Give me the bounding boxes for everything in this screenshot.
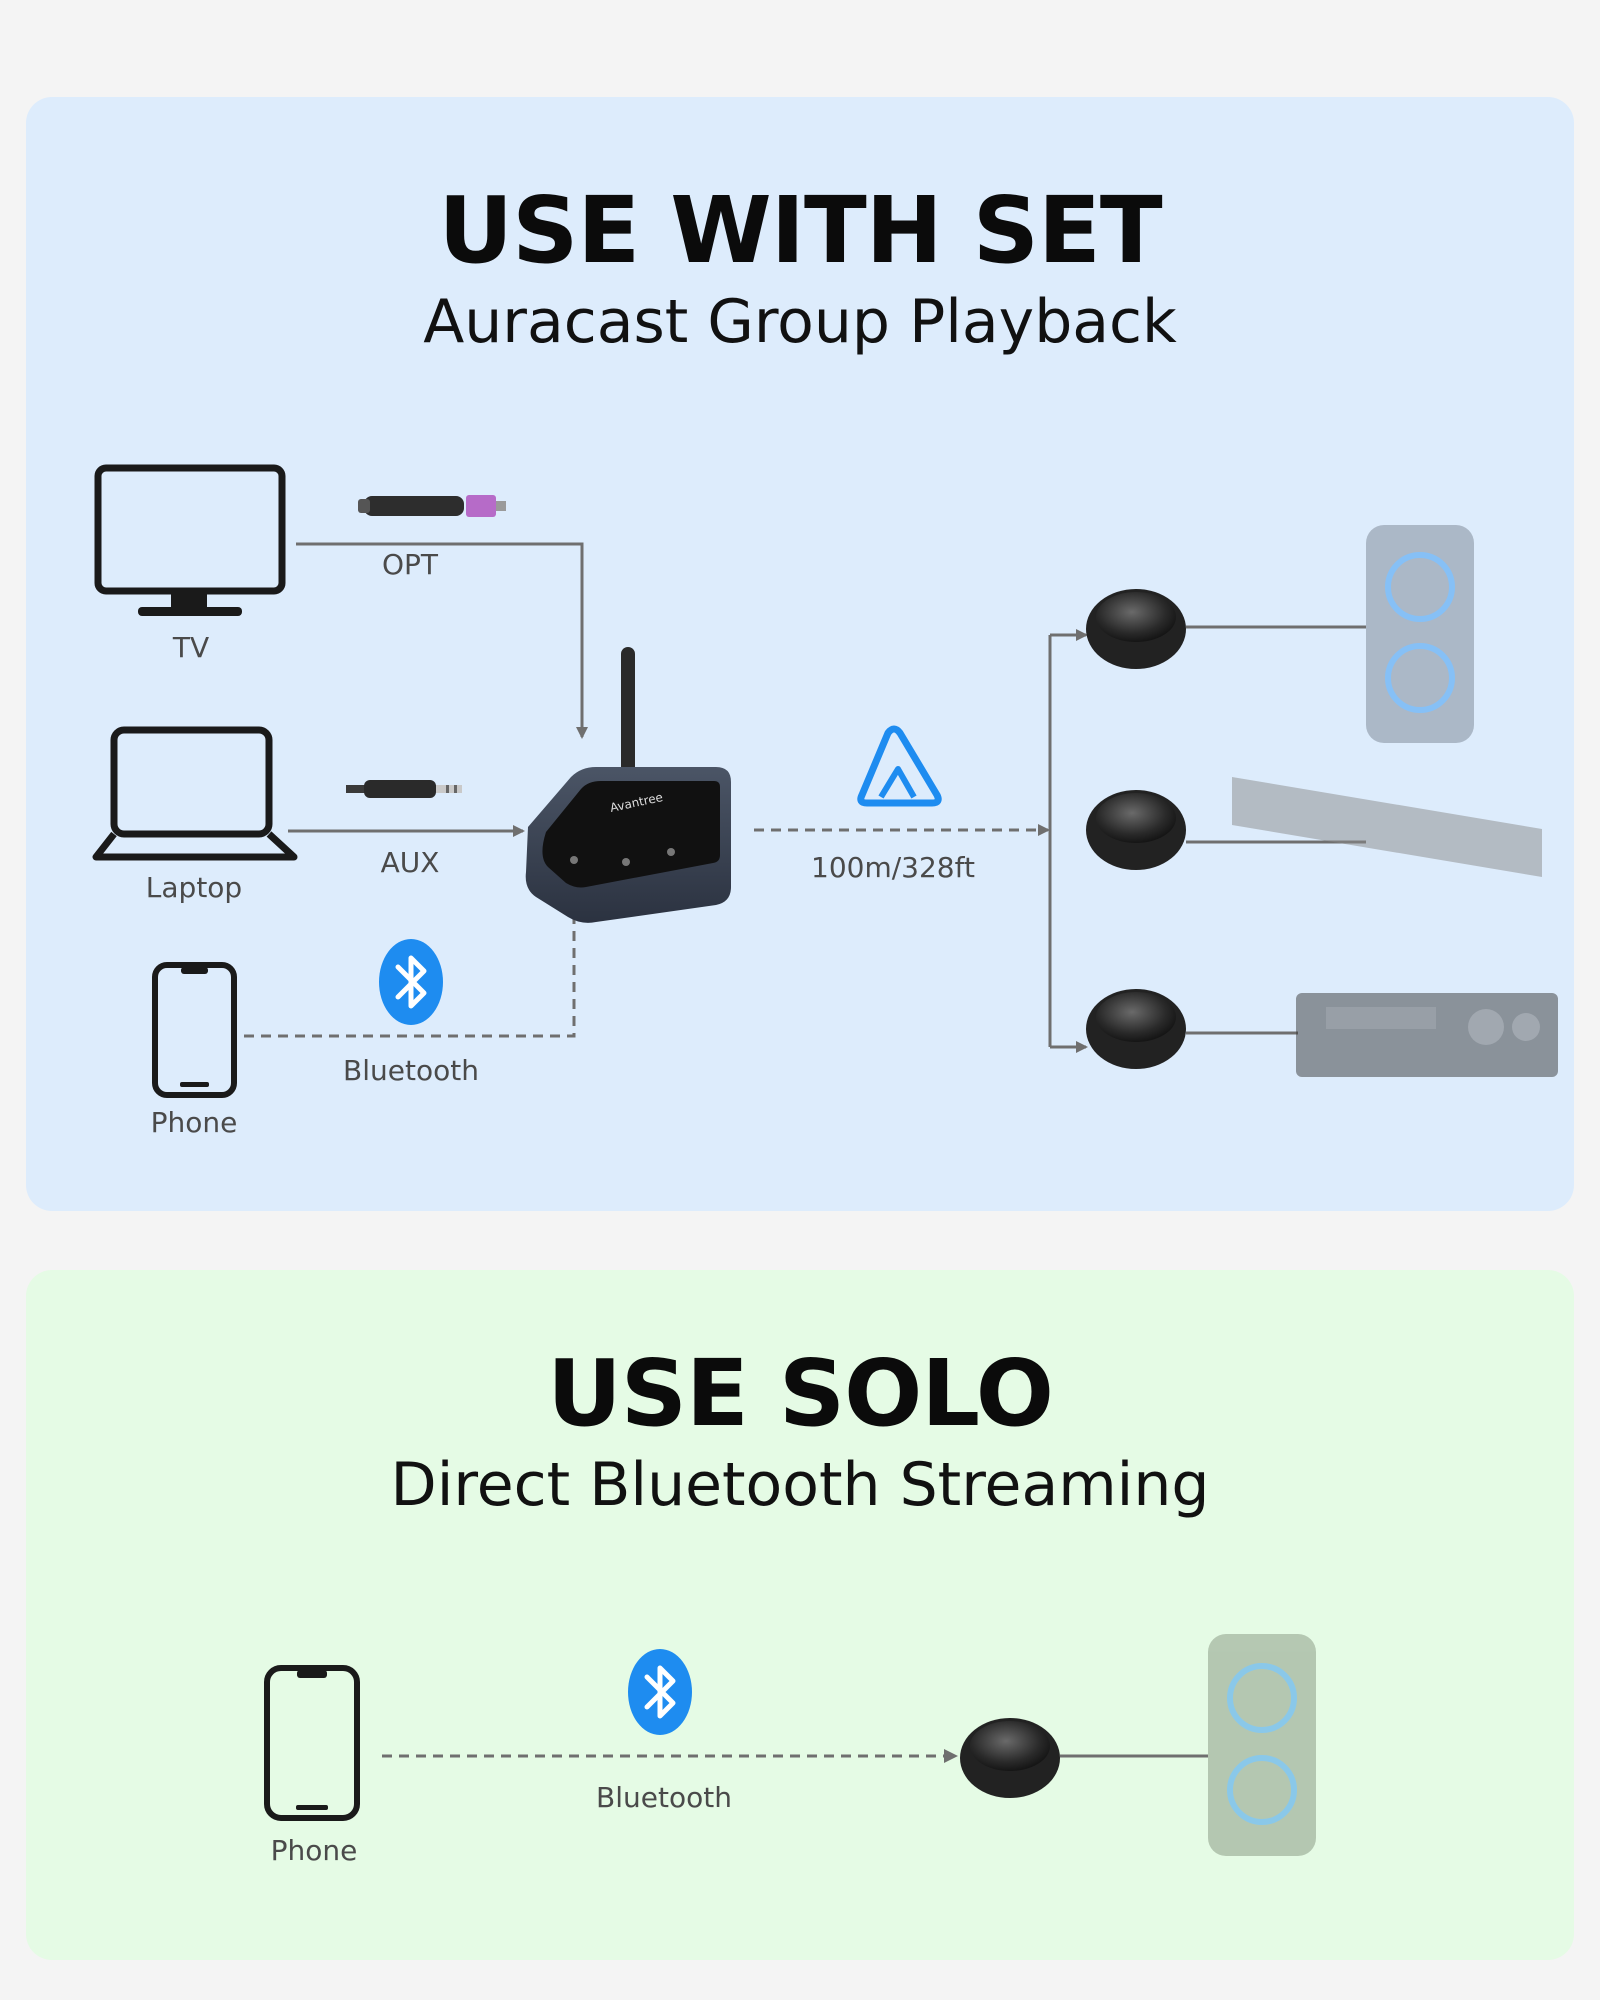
solo-title: USE SOLO [547,1340,1054,1447]
solo-receiver-device [960,1718,1060,1798]
soundbar [1232,777,1542,877]
auracast-transmitter-device: Avantree [525,647,731,923]
av-receiver [1296,993,1558,1077]
opt-connection-line [296,542,588,739]
opt-label: OPT [382,548,439,581]
auracast-logo-icon [857,725,942,807]
bluetooth-label: Bluetooth [343,1054,479,1087]
solo-bluetooth-icon [628,1649,692,1735]
bluetooth-icon [379,939,443,1025]
solo-subtitle: Direct Bluetooth Streaming [390,1450,1210,1520]
solo-phone-label: Phone [271,1834,358,1867]
laptop-label: Laptop [146,871,242,904]
phone-icon [152,962,237,1098]
set-diagram: TV Laptop Phone OPT AU [92,464,1558,1139]
receiver-device-1 [1086,589,1186,669]
receiver-device-3 [1086,989,1186,1069]
party-speaker [1366,525,1474,743]
solo-diagram: Phone Bluetooth [264,1634,1316,1867]
receiver-device-2 [1086,790,1186,870]
aux-label: AUX [381,846,440,879]
aux-cable-icon [346,780,462,798]
bluetooth-connection-line [244,895,580,1038]
solo-bluetooth-label: Bluetooth [596,1781,732,1814]
optical-cable-icon [358,495,506,517]
use-solo-panel: USE SOLO Direct Bluetooth Streaming Phon… [26,1270,1574,1960]
set-title: USE WITH SET [438,177,1162,284]
tv-icon [94,464,286,616]
tv-label: TV [172,631,209,664]
use-with-set-panel: USE WITH SET Auracast Group Playback TV [26,97,1574,1211]
solo-phone-icon [264,1665,360,1821]
solo-party-speaker [1208,1634,1316,1856]
phone-label: Phone [151,1106,238,1139]
laptop-icon [92,726,298,861]
range-label: 100m/328ft [811,851,975,884]
set-subtitle: Auracast Group Playback [423,287,1177,357]
